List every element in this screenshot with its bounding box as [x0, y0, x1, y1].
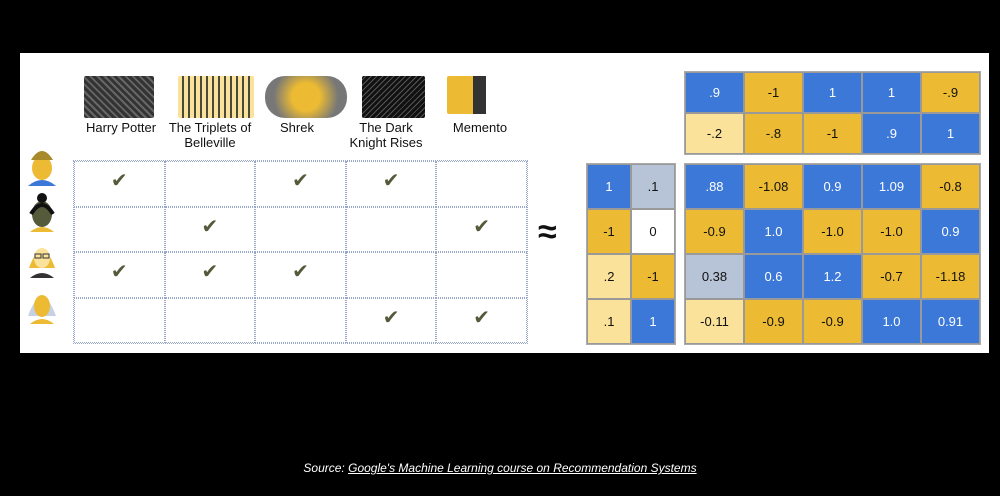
feedback-cell: ✔	[345, 297, 437, 343]
feedback-cell	[345, 252, 437, 298]
user-embedding-cell: .1	[631, 164, 675, 209]
feedback-matrix: ✔ ✔ ✔ ✔ ✔ ✔ ✔ ✔ ✔ ✔	[73, 160, 528, 344]
user-embedding-cell: .1	[587, 299, 631, 344]
product-cell: -0.7	[862, 254, 921, 299]
check-icon: ✔	[110, 261, 128, 283]
check-icon: ✔	[473, 215, 491, 238]
movie-embedding-cell: -.9	[921, 72, 980, 113]
feedback-cell	[74, 297, 165, 343]
product-cell: 0.9	[921, 209, 980, 254]
approximately-equal-symbol: ≈	[538, 213, 557, 251]
feedback-cell: ✔	[255, 252, 346, 298]
feedback-cell	[255, 206, 346, 252]
product-cell: 1.0	[862, 299, 921, 344]
feedback-cell: ✔	[345, 161, 437, 207]
product-cell: 1.0	[744, 209, 803, 254]
feedback-cell	[74, 206, 165, 252]
product-cell: 0.6	[744, 254, 803, 299]
movie-embedding-cell: 1	[803, 72, 862, 113]
triplets-poster	[178, 76, 254, 118]
check-icon: ✔	[382, 170, 400, 192]
user-avatar-icon	[29, 193, 55, 232]
movie-embedding-cell: .9	[685, 72, 744, 113]
feedback-cell	[345, 206, 437, 252]
user-embedding-cell: 1	[587, 164, 631, 209]
product-cell: -1.18	[921, 254, 980, 299]
shrek-poster	[265, 76, 347, 118]
user-embedding-cell: .2	[587, 254, 631, 299]
feedback-cell: ✔	[74, 161, 165, 207]
movie-embedding-cell: -1	[744, 72, 803, 113]
source-caption: Source: Google's Machine Learning course…	[0, 461, 1000, 475]
movie-label: Shrek	[280, 120, 314, 135]
movie-embedding-cell: .9	[862, 113, 921, 154]
product-cell: 0.9	[803, 164, 862, 209]
check-icon: ✔	[110, 170, 128, 192]
check-icon: ✔	[473, 306, 491, 329]
user-embedding-cell: 1	[631, 299, 675, 344]
harry-potter-poster	[84, 76, 154, 118]
feedback-cell	[255, 297, 346, 343]
source-prefix: Source:	[303, 461, 349, 475]
feedback-cell	[164, 161, 256, 207]
movie-embedding-cell: 1	[921, 113, 980, 154]
dark-knight-poster	[362, 76, 425, 118]
user-embedding-cell: -1	[587, 209, 631, 254]
product-cell: -0.11	[685, 299, 744, 344]
movie-label: The Dark Knight Rises	[349, 120, 423, 150]
product-cell: -0.8	[921, 164, 980, 209]
product-cell: 1.09	[862, 164, 921, 209]
product-cell: -1.08	[744, 164, 803, 209]
product-cell: .88	[685, 164, 744, 209]
feedback-cell: ✔	[436, 297, 527, 343]
check-icon: ✔	[292, 170, 309, 192]
product-cell: -1.0	[803, 209, 862, 254]
check-icon: ✔	[201, 261, 219, 283]
user-embedding-cell: -1	[631, 254, 675, 299]
movie-label: The Triplets of Belleville	[168, 120, 252, 150]
user-avatar-icon	[28, 295, 56, 324]
feedback-cell: ✔	[74, 252, 165, 298]
product-cell: 1.2	[803, 254, 862, 299]
source-link[interactable]: Google's Machine Learning course on Reco…	[348, 461, 697, 475]
feedback-cell	[436, 161, 527, 207]
movie-embedding-cell: 1	[862, 72, 921, 113]
product-cell: -0.9	[744, 299, 803, 344]
product-cell: -1.0	[862, 209, 921, 254]
check-icon: ✔	[201, 215, 219, 238]
product-cell: 0.38	[685, 254, 744, 299]
user-embedding-cell: 0	[631, 209, 675, 254]
movie-label: Harry Potter	[85, 120, 157, 135]
product-cell: 0.91	[921, 299, 980, 344]
movie-embedding-cell: -.8	[744, 113, 803, 154]
feedback-cell	[436, 252, 527, 298]
feedback-cell: ✔	[436, 206, 527, 252]
movie-embedding-cell: -1	[803, 113, 862, 154]
feedback-cell: ✔	[255, 161, 346, 207]
check-icon: ✔	[382, 306, 400, 329]
diagram-panel: Harry Potter The Triplets of Belleville …	[20, 53, 989, 353]
check-icon: ✔	[292, 261, 309, 283]
feedback-cell: ✔	[164, 206, 256, 252]
movie-embedding-cell: -.2	[685, 113, 744, 154]
feedback-cell: ✔	[164, 252, 256, 298]
movie-label: Memento	[452, 120, 508, 135]
memento-poster	[447, 76, 512, 114]
product-cell: -0.9	[803, 299, 862, 344]
user-avatar-icon	[29, 248, 55, 278]
feedback-cell	[164, 297, 256, 343]
user-avatar-icon	[28, 151, 56, 186]
product-cell: -0.9	[685, 209, 744, 254]
